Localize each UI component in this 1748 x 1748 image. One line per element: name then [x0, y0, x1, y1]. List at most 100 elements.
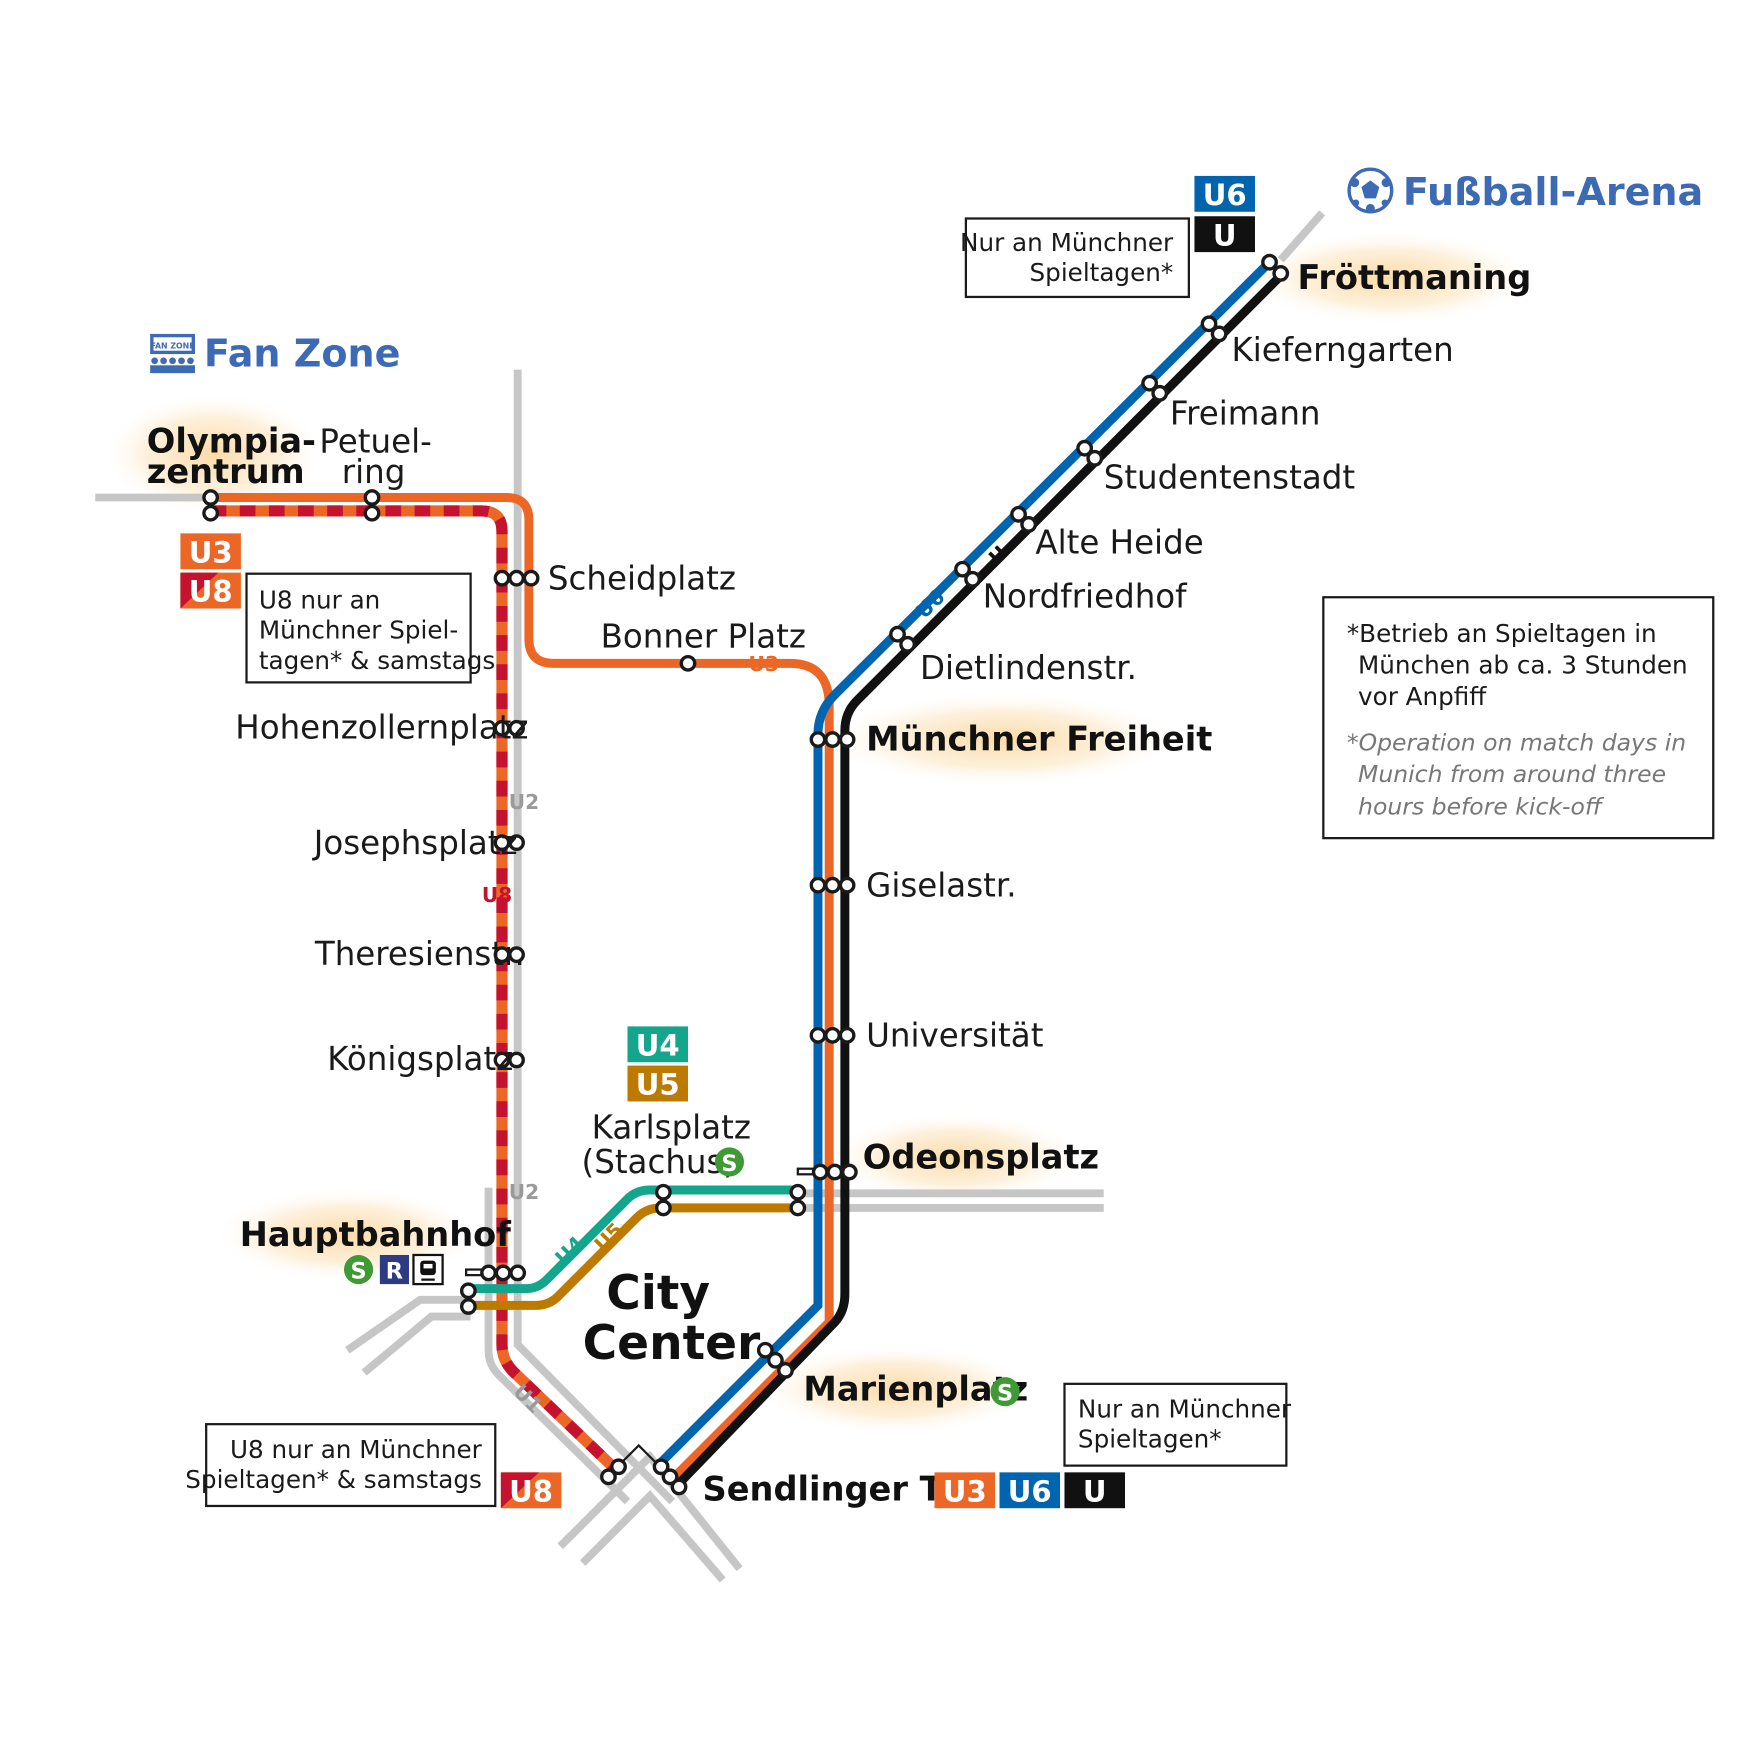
station-label-kieferngarten: Kieferngarten [1231, 331, 1453, 369]
svg-text:U6: U6 [1203, 178, 1247, 212]
soccer-ball-icon [1347, 167, 1394, 214]
city-center-label: City Center [583, 1266, 761, 1371]
u8-badge: U8 [500, 1472, 562, 1508]
u5-badge: U5 [627, 1065, 688, 1102]
station-marker-hauptbahnhof[interactable] [459, 1264, 527, 1315]
regional-train-icon: R [379, 1254, 409, 1285]
svg-text:vor Anpfiff: vor Anpfiff [1358, 682, 1487, 711]
svg-text:U3: U3 [943, 1474, 987, 1508]
svg-text:U8: U8 [509, 1474, 553, 1508]
station-label-petuelring: Petuel- [319, 423, 431, 461]
station-marker-froettmaning[interactable] [1261, 253, 1290, 282]
fan-zone-heading: FAN ZONE Fan Zone [150, 331, 400, 375]
u3-badge: U3 [934, 1472, 996, 1508]
svg-text:R: R [386, 1259, 403, 1285]
svg-text:FAN ZONE: FAN ZONE [151, 341, 195, 350]
line-u3-u8-west [210, 505, 618, 1472]
station-marker-dietlindenstr[interactable] [889, 625, 917, 653]
station-label-dietlindenstr: Dietlindenstr. [920, 649, 1137, 687]
station-marker-kieferngarten[interactable] [1200, 315, 1228, 343]
station-marker-olympiazentrum[interactable] [202, 489, 220, 522]
s-bahn-icon: S [714, 1147, 745, 1177]
legend-box: *Betrieb an Spieltagen in München ab ca.… [1322, 596, 1715, 840]
u4-badge: U4 [627, 1026, 688, 1063]
station-label-theresienstr: Theresienstr. [314, 935, 525, 973]
inline-label-u2: U2 [509, 790, 539, 814]
station-label-olympiazentrum: zentrum [147, 452, 305, 491]
station-label-sendlinger-tor: Sendlinger Tor [703, 1469, 979, 1508]
svg-text:Spieltagen* & samstags: Spieltagen* & samstags [185, 1465, 482, 1494]
svg-text:U6: U6 [1008, 1474, 1052, 1508]
svg-text:U4: U4 [636, 1029, 680, 1063]
u3-badge: U3 [180, 533, 241, 569]
station-marker-marienplatz[interactable] [756, 1341, 794, 1379]
tram-icon [412, 1253, 444, 1286]
inline-label-u4: U4 [550, 1231, 588, 1269]
station-marker-bonner-platz[interactable] [679, 654, 697, 672]
station-marker-studentenstadt[interactable] [1076, 439, 1104, 467]
station-marker-freimann[interactable] [1141, 374, 1169, 402]
highlight-glows [100, 230, 1536, 1435]
station-marker-muenchner-freiheit[interactable] [809, 731, 856, 748]
station-marker-alte-heide[interactable] [1010, 505, 1038, 533]
station-label-alte-heide: Alte Heide [1035, 524, 1203, 562]
station-marker-sendlinger-tor[interactable] [600, 1443, 688, 1496]
inline-label-u8: U8 [482, 883, 512, 907]
note-u6-top: Nur an Münchner Spieltagen* [960, 217, 1190, 299]
inline-label-u3: U3 [749, 652, 779, 676]
line-u3 [210, 493, 834, 1483]
station-marker-universitaet[interactable] [809, 1026, 856, 1044]
svg-text:Spieltagen*: Spieltagen* [1030, 258, 1174, 287]
svg-text:*Operation on match days in: *Operation on match days in [1347, 729, 1686, 757]
line-u6 [657, 259, 1273, 1466]
station-label-muenchner-freiheit: Münchner Freiheit [866, 720, 1212, 759]
svg-text:Spieltagen*: Spieltagen* [1078, 1425, 1222, 1454]
svg-text:U8: U8 [189, 575, 233, 609]
u-badge: U [1064, 1472, 1125, 1508]
station-marker-nordfriedhof[interactable] [954, 560, 982, 588]
station-marker-giselastr[interactable] [809, 876, 856, 894]
note-u8-top: U8 nur an Münchner Spiel- tagen* & samst… [245, 572, 495, 684]
u-badge: U [1194, 216, 1255, 252]
gray-lines [95, 210, 1326, 1583]
fan-zone-title: Fan Zone [204, 331, 401, 375]
station-marker-koenigsplatz[interactable] [493, 1051, 525, 1069]
station-marker-odeonsplatz[interactable] [789, 1163, 858, 1217]
svg-text:Münchner Spiel-: Münchner Spiel- [259, 616, 458, 645]
station-marker-hohenzollernplatz[interactable] [493, 719, 525, 737]
note-u8-bottom: U8 nur an Münchner Spieltagen* & samstag… [185, 1423, 497, 1508]
station-marker-petuelring[interactable] [363, 489, 381, 522]
svg-text:hours before kick-off: hours before kick-off [1358, 793, 1605, 821]
line-u4 [468, 1185, 798, 1294]
svg-text:Nur an Münchner: Nur an Münchner [960, 228, 1174, 257]
station-marker-karlsplatz[interactable] [654, 1183, 672, 1217]
station-marker-josephsplatz[interactable] [493, 834, 525, 852]
svg-text:U8 nur an: U8 nur an [259, 585, 380, 614]
station-label-freimann: Freimann [1170, 395, 1321, 433]
s-bahn-icon: S [343, 1254, 374, 1285]
city-center-text: City [606, 1266, 710, 1321]
station-label-petuelring: ring [342, 453, 406, 491]
svg-text:U: U [1213, 218, 1237, 252]
svg-text:Munich from around three: Munich from around three [1358, 760, 1666, 788]
svg-text:tagen* & samstags: tagen* & samstags [259, 646, 495, 675]
station-label-scheidplatz: Scheidplatz [548, 559, 736, 597]
station-label-hohenzollernplatz: Hohenzollernplatz [235, 708, 528, 746]
station-marker-theresienstr[interactable] [493, 946, 525, 964]
station-label-odeonsplatz: Odeonsplatz [863, 1138, 1099, 1177]
station-label-giselastr: Giselastr. [866, 866, 1016, 904]
fan-zone-icon: FAN ZONE [150, 333, 195, 374]
svg-text:Nur an Münchner: Nur an Münchner [1078, 1394, 1292, 1423]
station-label-universitaet: Universität [866, 1017, 1043, 1055]
svg-text:U8 nur an Münchner: U8 nur an Münchner [230, 1435, 483, 1464]
city-center-text: Center [583, 1316, 761, 1371]
u8-badge: U8 [180, 572, 241, 609]
s-bahn-icon: S [990, 1377, 1020, 1407]
station-label-karlsplatz: Karlsplatz [592, 1108, 751, 1146]
station-label-karlsplatz: (Stachus) [582, 1143, 737, 1181]
station-label-nordfriedhof: Nordfriedhof [983, 577, 1188, 615]
station-marker-scheidplatz[interactable] [493, 569, 540, 587]
arena-heading: Fußball-Arena [1347, 167, 1703, 214]
inline-label-u5: U5 [589, 1218, 627, 1256]
